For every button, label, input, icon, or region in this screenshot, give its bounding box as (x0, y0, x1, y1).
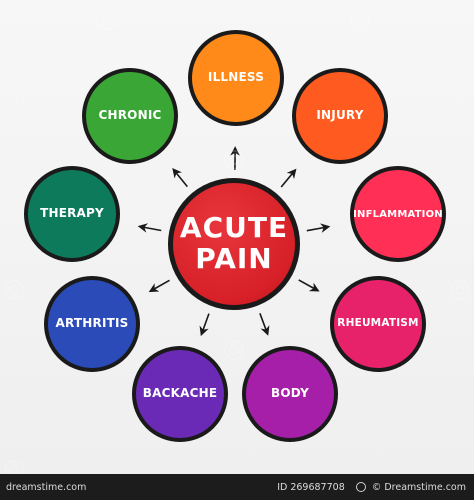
node-rheumatism: RHEUMATISM (330, 276, 426, 372)
node-body: BODY (242, 346, 338, 442)
arrow-to-body (259, 313, 270, 336)
watermark-spiral-inner-icon (455, 95, 465, 105)
node-arthritis: ARTHRITIS (44, 276, 140, 372)
central-topic-line1: ACUTE (179, 211, 289, 245)
central-topic-line2: PAIN (195, 242, 273, 275)
node-backache: BACKACHE (132, 346, 228, 442)
node-rheumatism-label: RHEUMATISM (337, 317, 419, 330)
watermark-spiral-icon (224, 340, 244, 360)
arrow-to-arthritis (148, 279, 170, 293)
watermark-spiral-icon (96, 10, 116, 30)
node-illness: ILLNESS (188, 30, 284, 126)
watermark-spiral-inner-icon (9, 465, 19, 474)
node-arthritis-label: ARTHRITIS (55, 316, 129, 331)
arrow-to-rheumatism (298, 279, 320, 292)
node-therapy: THERAPY (24, 166, 120, 262)
node-injury-label: INJURY (316, 108, 364, 123)
arrow-to-inflammation (306, 223, 331, 233)
central-topic-node: ACUTE PAIN (168, 178, 300, 310)
watermark-spiral-inner-icon (229, 155, 239, 165)
watermark-pattern (4, 10, 470, 474)
node-inflammation: INFLAMMATION (350, 166, 446, 262)
node-illness-label: ILLNESS (207, 70, 265, 85)
footer-bar: dreamstime.com ID 269687708 © Dreamstime… (0, 474, 474, 500)
node-injury: INJURY (292, 68, 388, 164)
arrow-to-chronic (172, 168, 188, 188)
watermark-spiral-inner-icon (355, 15, 365, 25)
arrow-to-therapy (137, 223, 162, 233)
connector-arrows (137, 146, 331, 337)
watermark-spiral-inner-icon (9, 285, 19, 295)
footer-id-text: ID 269687708 (277, 482, 345, 493)
node-inflammation-label: INFLAMMATION (353, 208, 443, 220)
watermark-spiral-icon (224, 150, 244, 170)
diagram-canvas (4, 10, 470, 474)
watermark-spiral-inner-icon (455, 285, 465, 295)
footer-credits: ID 269687708 © Dreamstime.com (269, 482, 466, 493)
arrow-to-injury (280, 168, 297, 188)
node-therapy-label: THERAPY (40, 206, 104, 221)
footer-site-name: dreamstime.com (6, 482, 87, 493)
node-backache-label: BACKACHE (142, 386, 218, 401)
watermark-spiral-icon (4, 90, 24, 110)
node-chronic-label: CHRONIC (98, 108, 162, 123)
watermark-spiral-inner-icon (101, 15, 111, 25)
watermark-spiral-icon (450, 90, 470, 110)
footer-copyright: © Dreamstime.com (371, 482, 466, 493)
arrow-to-backache (199, 313, 210, 337)
node-chronic: CHRONIC (82, 68, 178, 164)
watermark-spiral-icon (450, 280, 470, 300)
node-body-label: BODY (271, 386, 309, 401)
watermark-spiral-icon (4, 280, 24, 300)
watermark-spiral-icon (350, 10, 370, 30)
watermark-spiral-inner-icon (9, 95, 19, 105)
watermark-spiral-inner-icon (229, 345, 239, 355)
mind-map-diagram: ACUTE PAIN ILLNESS INJURY INFLAMMATION R… (0, 0, 474, 474)
dreamstime-logo-icon (355, 482, 366, 492)
watermark-spiral-icon (4, 460, 24, 474)
